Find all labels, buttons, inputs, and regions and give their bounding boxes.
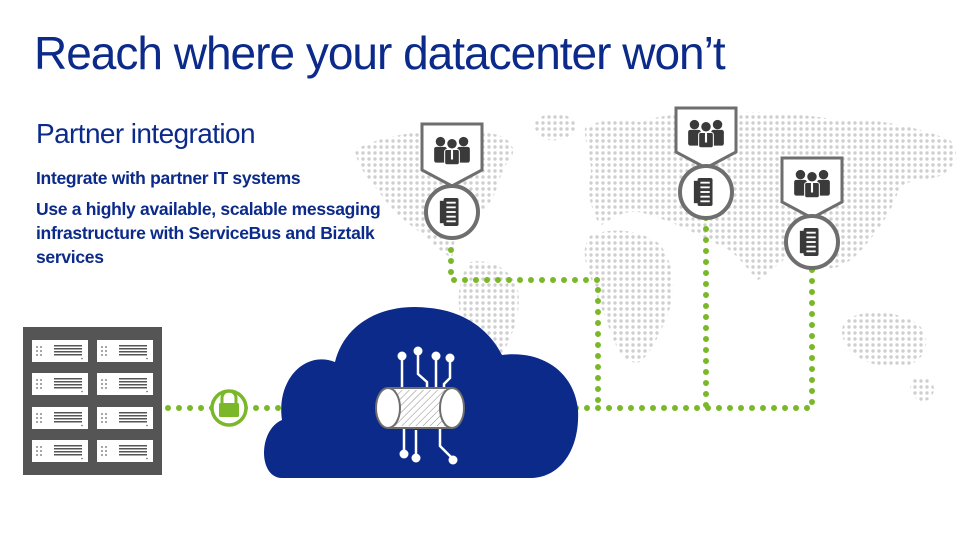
people-icon <box>674 106 738 170</box>
bullet-suffix: services <box>36 247 104 267</box>
service-bus-relay-icon <box>375 346 465 465</box>
section-subtitle: Partner integration <box>36 118 256 149</box>
people-icon <box>420 122 484 188</box>
bullet-partner-it: Integrate with partner IT systems <box>36 168 301 188</box>
slide-title: Reach where your datacenter won’t <box>34 27 726 79</box>
server-icon <box>678 164 734 220</box>
bullet-servicebus: ServiceBus <box>188 223 282 243</box>
people-icon <box>780 156 844 220</box>
partner-site-3 <box>780 156 844 270</box>
server-icon <box>424 184 480 240</box>
lock-icon <box>210 389 248 427</box>
bullet-biztalk: Biztalk <box>320 223 375 243</box>
bullet-messaging: Use a highly available, scalable messagi… <box>36 197 396 269</box>
partner-site-1 <box>420 122 484 240</box>
server-icon <box>784 214 840 270</box>
partner-site-2 <box>674 106 738 220</box>
connector-partner-1 <box>448 247 601 411</box>
bullet-messaging-prefix: Use a highly available, scalable messagi… <box>36 199 381 243</box>
bullet-and: and <box>280 223 321 243</box>
datacenter-rack <box>23 327 162 475</box>
